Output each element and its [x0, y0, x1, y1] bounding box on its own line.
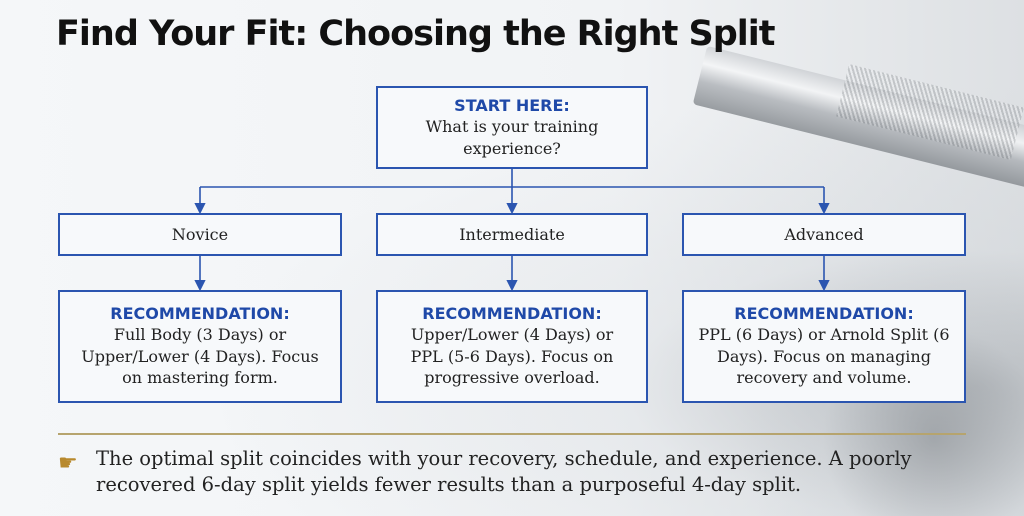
- recommendation-box-advanced: RECOMMENDATION: PPL (6 Days) or Arnold S…: [682, 290, 966, 403]
- recommendation-label-advanced: RECOMMENDATION:: [734, 304, 914, 324]
- level-box-intermediate: Intermediate: [376, 213, 648, 256]
- recommendation-text-advanced: PPL (6 Days) or Arnold Split (6 Days). F…: [698, 325, 950, 388]
- recommendation-box-novice: RECOMMENDATION: Full Body (3 Days) or Up…: [58, 290, 342, 403]
- level-label-intermediate: Intermediate: [459, 225, 565, 244]
- start-box: START HERE: What is your training experi…: [376, 86, 648, 169]
- summary-note: The optimal split coincides with your re…: [96, 447, 912, 496]
- pointing-hand-icon: ☛: [58, 451, 78, 476]
- recommendation-text-intermediate: Upper/Lower (4 Days) or PPL (5-6 Days). …: [410, 325, 614, 388]
- recommendation-text-novice: Full Body (3 Days) or Upper/Lower (4 Day…: [81, 325, 319, 388]
- start-label: START HERE:: [454, 95, 570, 115]
- level-label-advanced: Advanced: [784, 225, 864, 244]
- recommendation-label-intermediate: RECOMMENDATION:: [422, 304, 602, 324]
- recommendation-box-intermediate: RECOMMENDATION: Upper/Lower (4 Days) or …: [376, 290, 648, 403]
- divider: [58, 433, 966, 435]
- level-label-novice: Novice: [171, 225, 229, 244]
- start-question: What is your training experience?: [425, 116, 599, 158]
- level-box-novice: Novice: [58, 213, 342, 256]
- page-title: Find Your Fit: Choosing the Right Split: [56, 14, 775, 54]
- recommendation-label-novice: RECOMMENDATION:: [110, 304, 290, 324]
- level-box-advanced: Advanced: [682, 213, 966, 256]
